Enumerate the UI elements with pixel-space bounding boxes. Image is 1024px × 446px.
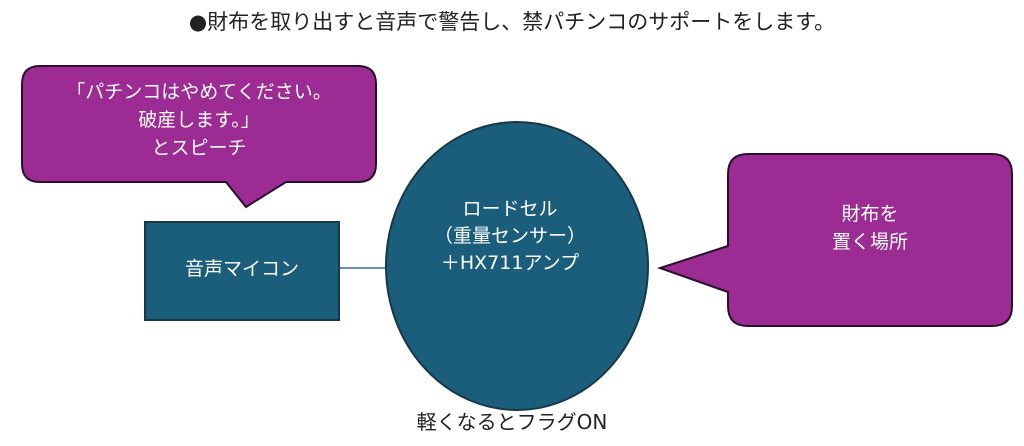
- wallet-line-1: 財布を: [841, 203, 899, 225]
- page-title: ●財布を取り出すと音声で警告し、禁パチンコのサポートをします。: [188, 10, 836, 34]
- wallet-line-2: 置く場所: [831, 231, 908, 253]
- flag-caption: 軽くなるとフラグON: [416, 410, 608, 434]
- load-cell-line-1: ロードセル: [462, 198, 558, 220]
- load-cell-circle: [385, 121, 649, 411]
- speech-line-2: 破産します。」: [138, 109, 260, 131]
- load-cell-line-3: ＋HX711アンプ: [440, 252, 580, 274]
- voice-microcontroller-box: [144, 221, 340, 321]
- load-cell-label: ロードセル （重量センサー） ＋HX711アンプ: [395, 196, 625, 277]
- speech-line-3: とスピーチ: [151, 137, 247, 159]
- load-cell-line-2: （重量センサー）: [433, 225, 586, 247]
- speech-bubble-text: 「パチンコはやめてください。 破産します。」 とスピーチ: [24, 78, 374, 162]
- speech-line-1: 「パチンコはやめてください。: [66, 81, 332, 103]
- speech-bubble-shape: [21, 65, 377, 209]
- wallet-bubble-shape: [656, 153, 1013, 327]
- wallet-bubble-text: 財布を 置く場所: [730, 200, 1010, 256]
- voice-microcontroller-label: 音声マイコン: [184, 258, 299, 280]
